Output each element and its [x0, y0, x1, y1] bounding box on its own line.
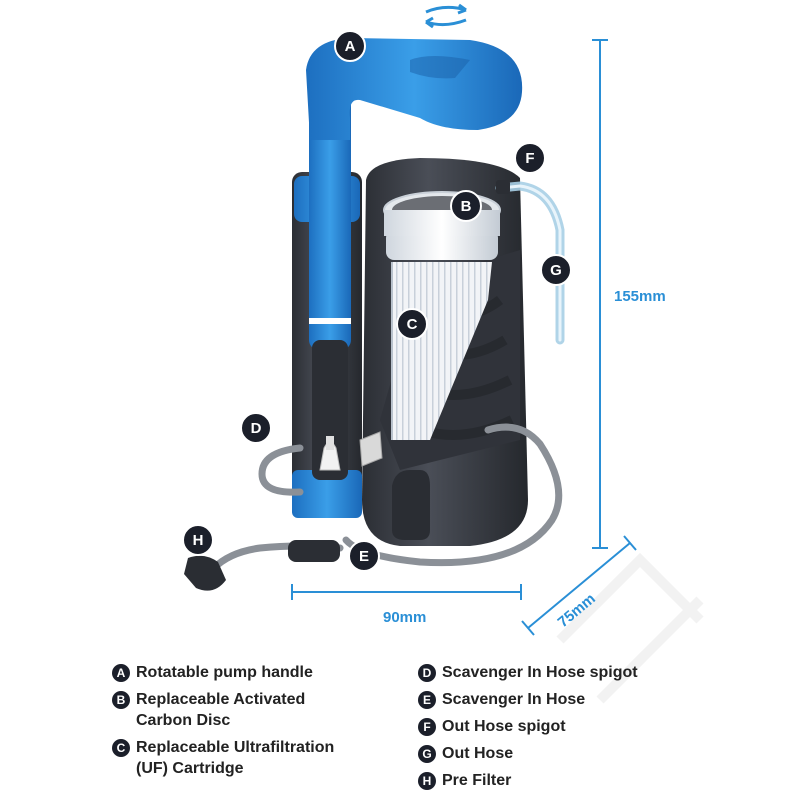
- callout-b: B: [450, 190, 482, 222]
- legend-badge: G: [418, 745, 436, 763]
- callout-f: F: [514, 142, 546, 174]
- rotate-arrows-icon: [425, 3, 467, 29]
- carbon-disc: [383, 191, 501, 236]
- legend-badge: E: [418, 691, 436, 709]
- legend-item: H Pre Filter: [418, 770, 748, 791]
- legend-item: A Rotatable pump handle: [112, 662, 412, 683]
- legend-label: Out Hose spigot: [442, 718, 566, 735]
- out-hose: [495, 180, 565, 345]
- svg-text:F: F: [525, 150, 534, 167]
- legend-item: F Out Hose spigot: [418, 716, 748, 737]
- legend-label: Pre Filter: [442, 772, 512, 789]
- svg-text:H: H: [193, 532, 204, 549]
- width-dimension: [291, 584, 522, 600]
- width-label: 90mm: [383, 609, 426, 626]
- legend-label: Scavenger In Hose spigot: [442, 664, 638, 681]
- callout-c: C: [396, 308, 428, 340]
- svg-text:A: A: [345, 38, 356, 55]
- legend-item: E Scavenger In Hose: [418, 689, 748, 710]
- legend-badge: D: [418, 664, 436, 682]
- in-hose-spigot: [319, 431, 383, 471]
- svg-text:D: D: [251, 420, 262, 437]
- legend-item: C Replaceable Ultrafiltration (UF) Cartr…: [112, 737, 412, 779]
- legend-label: Scavenger In Hose: [442, 691, 586, 708]
- callout-d: D: [240, 412, 272, 444]
- depth-dimension: [521, 535, 637, 636]
- callout-a: A: [334, 30, 366, 62]
- legend-badge: H: [418, 772, 436, 790]
- svg-text:C: C: [407, 316, 418, 333]
- legend-badge: F: [418, 718, 436, 736]
- watermark: [556, 552, 704, 704]
- height-dimension: [592, 39, 608, 549]
- legend-item: B Replaceable Activated Carbon Disc: [112, 689, 412, 731]
- legend-badge: A: [112, 664, 130, 682]
- pre-filter: [184, 540, 340, 591]
- callout-e: E: [348, 540, 380, 572]
- legend-label: Replaceable Ultrafiltration (UF) Cartrid…: [136, 739, 335, 777]
- legend-label: Rotatable pump handle: [136, 664, 313, 681]
- height-label: 155mm: [614, 288, 666, 305]
- uf-cartridge: [386, 230, 498, 440]
- legend-right-column: D Scavenger In Hose spigot E Scavenger I…: [418, 662, 748, 797]
- legend-item: G Out Hose: [418, 743, 748, 764]
- legend-label: Out Hose: [442, 745, 514, 762]
- legend-badge: B: [112, 691, 130, 709]
- svg-text:G: G: [550, 262, 562, 279]
- legend: A Rotatable pump handle B Replaceable Ac…: [112, 662, 752, 794]
- legend-badge: C: [112, 739, 130, 757]
- svg-text:E: E: [359, 548, 369, 565]
- legend-item: D Scavenger In Hose spigot: [418, 662, 748, 683]
- legend-left-column: A Rotatable pump handle B Replaceable Ac…: [112, 662, 412, 785]
- pump-handle: [306, 38, 523, 140]
- callout-g: G: [540, 254, 572, 286]
- callout-h: H: [182, 524, 214, 556]
- svg-text:B: B: [461, 198, 472, 215]
- legend-label: Replaceable Activated Carbon Disc: [136, 691, 306, 729]
